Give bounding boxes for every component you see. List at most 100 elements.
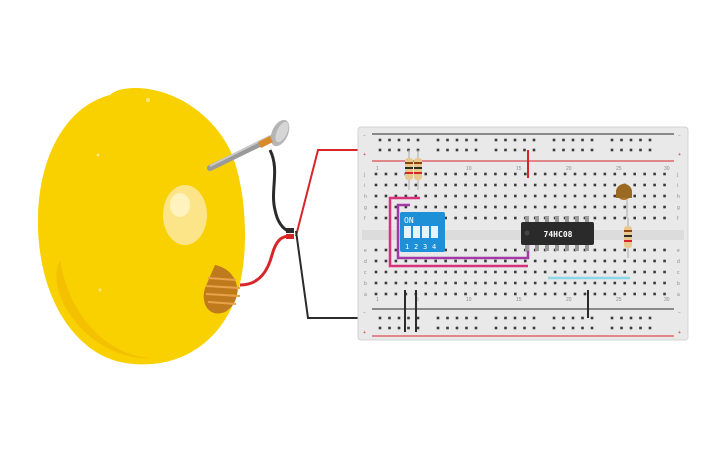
breadboard-hole[interactable]: [543, 259, 547, 263]
breadboard-hole[interactable]: [434, 194, 437, 198]
breadboard-hole[interactable]: [434, 292, 437, 296]
breadboard-hole[interactable]: [455, 138, 459, 142]
breadboard-hole[interactable]: [533, 183, 537, 187]
breadboard-hole[interactable]: [610, 148, 614, 152]
breadboard-hole[interactable]: [593, 259, 597, 263]
breadboard-hole[interactable]: [434, 281, 437, 285]
breadboard-hole[interactable]: [552, 138, 556, 142]
breadboard-hole[interactable]: [514, 248, 517, 252]
breadboard-hole[interactable]: [633, 205, 636, 209]
breadboard-hole[interactable]: [553, 205, 557, 209]
breadboard-hole[interactable]: [474, 259, 477, 263]
breadboard-hole[interactable]: [384, 172, 388, 176]
breadboard-hole[interactable]: [446, 148, 449, 152]
breadboard-hole[interactable]: [583, 259, 587, 263]
breadboard-hole[interactable]: [434, 183, 437, 187]
breadboard-hole[interactable]: [384, 292, 388, 296]
breadboard-hole[interactable]: [384, 216, 388, 220]
breadboard-hole[interactable]: [374, 172, 378, 176]
breadboard-hole[interactable]: [414, 270, 418, 274]
breadboard-hole[interactable]: [378, 326, 382, 330]
breadboard-hole[interactable]: [603, 270, 607, 274]
breadboard-hole[interactable]: [523, 259, 527, 263]
breadboard-hole[interactable]: [620, 326, 623, 330]
breadboard-hole[interactable]: [424, 194, 428, 198]
breadboard-hole[interactable]: [444, 194, 447, 198]
breadboard-hole[interactable]: [444, 281, 447, 285]
breadboard-hole[interactable]: [474, 270, 477, 274]
breadboard-hole[interactable]: [639, 138, 642, 142]
breadboard-hole[interactable]: [523, 292, 527, 296]
dip-switch-toggle[interactable]: [431, 226, 438, 238]
breadboard-hole[interactable]: [414, 259, 418, 263]
breadboard-hole[interactable]: [653, 205, 656, 209]
breadboard-hole[interactable]: [394, 259, 398, 263]
breadboard-hole[interactable]: [563, 259, 567, 263]
breadboard-hole[interactable]: [434, 205, 437, 209]
breadboard-hole[interactable]: [414, 281, 418, 285]
breadboard-hole[interactable]: [653, 194, 656, 198]
breadboard-hole[interactable]: [563, 270, 567, 274]
breadboard-hole[interactable]: [444, 292, 447, 296]
breadboard-hole[interactable]: [465, 316, 468, 320]
breadboard-hole[interactable]: [533, 194, 537, 198]
breadboard-hole[interactable]: [593, 172, 597, 176]
breadboard-hole[interactable]: [613, 270, 617, 274]
breadboard-hole[interactable]: [446, 316, 449, 320]
breadboard-hole[interactable]: [513, 148, 517, 152]
breadboard-hole[interactable]: [394, 281, 398, 285]
breadboard-hole[interactable]: [484, 248, 487, 252]
dip-switch-toggle[interactable]: [422, 226, 429, 238]
black-wire-to-rail[interactable]: [295, 230, 380, 319]
breadboard-hole[interactable]: [663, 172, 666, 176]
breadboard-hole[interactable]: [388, 326, 391, 330]
breadboard-hole[interactable]: [643, 270, 646, 274]
breadboard-hole[interactable]: [633, 281, 636, 285]
breadboard-hole[interactable]: [553, 172, 557, 176]
breadboard-hole[interactable]: [514, 194, 517, 198]
red-wire-copper[interactable]: [239, 234, 291, 287]
breadboard-hole[interactable]: [610, 316, 614, 320]
breadboard-hole[interactable]: [581, 138, 584, 142]
breadboard-hole[interactable]: [464, 259, 467, 263]
breadboard-hole[interactable]: [494, 270, 497, 274]
breadboard-hole[interactable]: [494, 138, 498, 142]
breadboard-hole[interactable]: [464, 292, 467, 296]
breadboard-hole[interactable]: [581, 316, 584, 320]
breadboard-hole[interactable]: [388, 316, 391, 320]
breadboard-hole[interactable]: [394, 205, 398, 209]
breadboard-hole[interactable]: [590, 148, 594, 152]
breadboard-hole[interactable]: [523, 316, 526, 320]
breadboard-hole[interactable]: [523, 172, 527, 176]
breadboard-hole[interactable]: [454, 194, 457, 198]
breadboard-hole[interactable]: [523, 138, 526, 142]
breadboard-hole[interactable]: [523, 148, 526, 152]
breadboard-hole[interactable]: [513, 316, 517, 320]
breadboard-hole[interactable]: [484, 205, 487, 209]
breadboard-hole[interactable]: [434, 270, 437, 274]
breadboard-hole[interactable]: [494, 172, 497, 176]
breadboard-hole[interactable]: [384, 248, 388, 252]
breadboard-hole[interactable]: [573, 281, 577, 285]
breadboard-hole[interactable]: [620, 316, 623, 320]
breadboard-hole[interactable]: [484, 292, 487, 296]
breadboard-hole[interactable]: [643, 259, 646, 263]
breadboard-hole[interactable]: [504, 326, 507, 330]
breadboard-hole[interactable]: [593, 194, 597, 198]
breadboard-hole[interactable]: [648, 148, 652, 152]
breadboard-hole[interactable]: [464, 216, 467, 220]
breadboard-hole[interactable]: [494, 326, 498, 330]
breadboard-hole[interactable]: [543, 172, 547, 176]
breadboard-hole[interactable]: [523, 183, 527, 187]
breadboard-hole[interactable]: [648, 138, 652, 142]
breadboard-hole[interactable]: [583, 270, 587, 274]
breadboard-hole[interactable]: [613, 292, 617, 296]
breadboard-hole[interactable]: [446, 326, 449, 330]
breadboard-hole[interactable]: [394, 194, 398, 198]
breadboard-hole[interactable]: [543, 183, 547, 187]
breadboard-hole[interactable]: [633, 183, 636, 187]
breadboard-hole[interactable]: [494, 216, 497, 220]
breadboard-hole[interactable]: [562, 138, 565, 142]
breadboard-hole[interactable]: [455, 316, 459, 320]
breadboard-hole[interactable]: [593, 270, 597, 274]
